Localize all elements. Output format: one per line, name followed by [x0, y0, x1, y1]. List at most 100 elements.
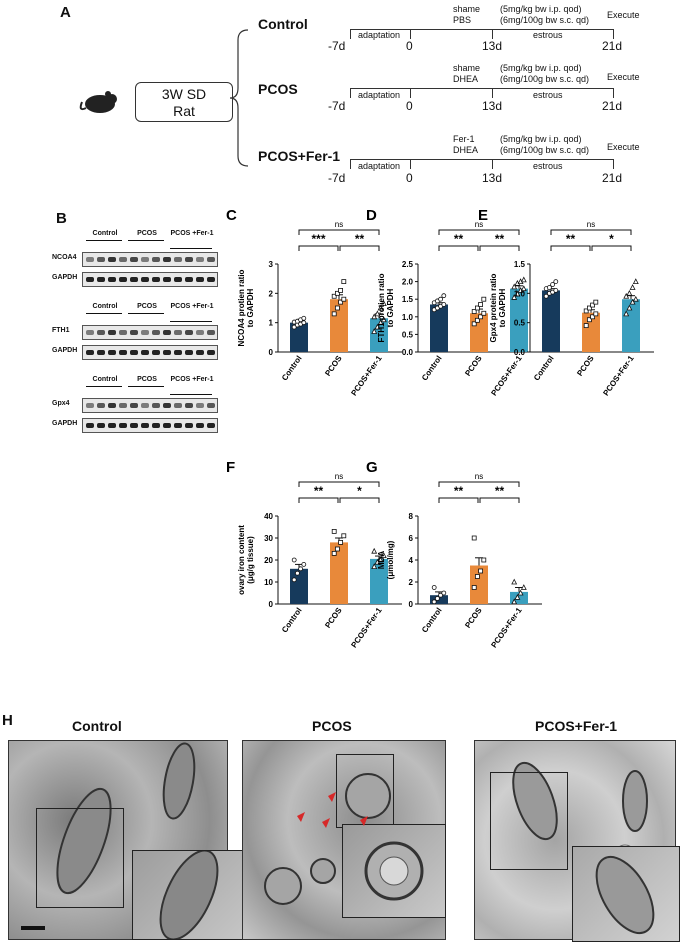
bar: [510, 288, 528, 352]
blot-band: [130, 423, 138, 428]
blot-band: [97, 403, 105, 408]
y-axis-label: NCOA4 protien ratioto GAPDH: [237, 269, 255, 346]
tick: [410, 159, 411, 169]
data-point: [632, 278, 639, 284]
data-point: [331, 551, 337, 556]
blot-band: [207, 350, 215, 355]
blot-header: Control: [92, 303, 118, 310]
y-axis-label: ovary iron content(μg/g tissue): [237, 525, 255, 595]
blot-band: [119, 423, 127, 428]
blot-strip: [82, 252, 218, 267]
data-point: [338, 540, 343, 545]
blot-band: [152, 257, 160, 262]
data-point: [520, 285, 527, 292]
data-point: [377, 556, 384, 563]
tick: [410, 88, 411, 98]
data-point: [478, 314, 483, 320]
panel-label: F: [226, 460, 235, 476]
significance-label: ns: [475, 220, 483, 229]
blot-band: [174, 423, 182, 428]
data-point: [626, 304, 633, 311]
data-point: [301, 315, 307, 321]
data-point: [629, 298, 636, 305]
phase-estrous: estrous: [533, 90, 563, 100]
group-name: Control: [258, 16, 308, 32]
blot-band: [141, 403, 149, 408]
data-point: [441, 590, 447, 596]
blot-band: [119, 257, 127, 262]
dose1: (5mg/kg bw i.p. qod): [500, 134, 582, 144]
group-underline: [86, 240, 122, 241]
significance-label: **: [495, 484, 505, 498]
blot-strip: [82, 325, 218, 340]
data-point: [331, 293, 337, 299]
data-point: [623, 292, 630, 299]
bar: [330, 542, 348, 604]
bar: [290, 322, 308, 352]
x-tick-label: Control: [532, 354, 556, 382]
data-point: [380, 552, 387, 558]
bar: [370, 558, 388, 604]
em-inset-pcos-fer1: [572, 846, 680, 942]
tick: [492, 29, 493, 39]
significance-label: *: [609, 232, 614, 246]
panel-label: D: [366, 208, 377, 224]
t-zero: 0: [406, 171, 413, 185]
significance-label: ns: [335, 472, 343, 481]
execute-label: Execute: [607, 72, 640, 82]
treat2: DHEA: [453, 145, 479, 155]
data-point: [338, 288, 343, 293]
significance-bracket: [479, 245, 520, 251]
bar: [370, 318, 388, 352]
blot-band: [174, 403, 182, 408]
blot-row-label: GAPDH: [52, 274, 78, 281]
data-point: [331, 311, 337, 317]
data-point: [511, 598, 518, 605]
significance-bracket: [550, 245, 591, 251]
significance-bracket: [438, 245, 479, 251]
blot-band: [119, 403, 127, 408]
data-point: [547, 285, 552, 290]
em-title-pcos-fer1: PCOS+Fer-1: [535, 718, 618, 734]
blot-band: [174, 277, 182, 282]
data-point: [380, 300, 387, 306]
y-axis-label-line: to GAPDH: [246, 288, 255, 327]
blot-band: [152, 330, 160, 335]
y-tick-label: 0.5: [514, 319, 526, 328]
bar: [542, 290, 560, 352]
blot-band: [163, 277, 171, 282]
y-tick-label: 1.5: [514, 260, 526, 269]
red-arrow-icon: [297, 812, 305, 822]
y-tick-label: 2.0: [402, 278, 414, 287]
dose2: (6mg/100g bw s.c. qd): [500, 74, 590, 84]
significance-bracket: [298, 245, 339, 251]
blot-band: [141, 423, 149, 428]
blot-band: [196, 257, 204, 262]
data-point: [335, 305, 340, 311]
y-tick-label: 0: [409, 600, 414, 609]
data-point: [341, 533, 347, 539]
treat2: DHEA: [453, 74, 479, 84]
blot-band: [97, 423, 105, 428]
blot-band: [108, 257, 116, 262]
bar: [582, 312, 600, 352]
data-point: [471, 535, 477, 541]
x-tick-label: PCOS: [463, 605, 484, 629]
y-tick-label: 3: [269, 260, 274, 269]
tick: [613, 29, 614, 39]
t-start: -7d: [328, 171, 346, 185]
blot-band: [141, 350, 149, 355]
data-point: [481, 296, 487, 302]
blot-band: [141, 257, 149, 262]
blot-band: [119, 330, 127, 335]
blot-band: [163, 350, 171, 355]
blot-band: [108, 350, 116, 355]
data-point: [471, 309, 477, 314]
blot-band: [196, 350, 204, 355]
treat1: Fer-1: [453, 134, 475, 144]
data-point: [335, 290, 340, 296]
x-tick-label: PCOS: [323, 605, 344, 629]
em-inset-control: [132, 849, 246, 941]
